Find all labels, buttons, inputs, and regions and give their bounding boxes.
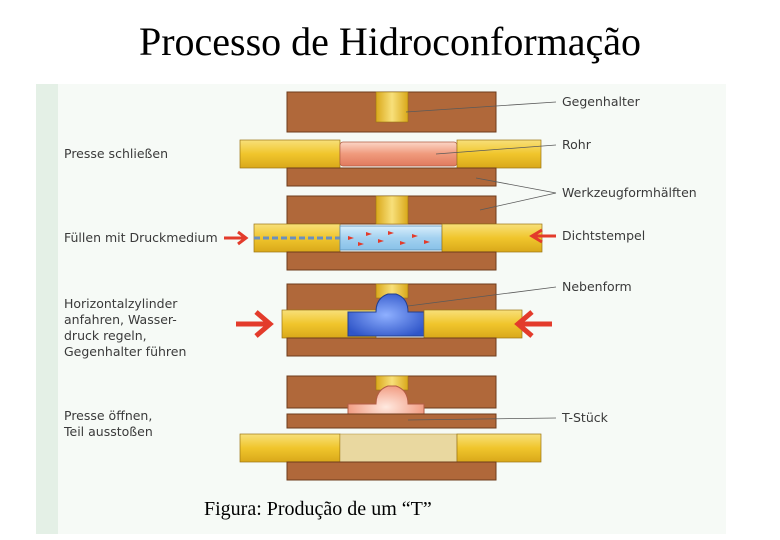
callout-tee-piece: T-Stück (562, 410, 608, 425)
counter-punch (375, 195, 409, 225)
sealing-punch-right (441, 223, 543, 253)
stage-3-forming (236, 283, 552, 357)
tee-being-formed (347, 293, 425, 337)
figure-caption: Figura: Produção de um “T” (204, 498, 432, 520)
step-label-filling: Füllen mit Druckmedium (64, 230, 218, 245)
panel-edge (36, 84, 58, 534)
sealing-punch-right (423, 309, 523, 339)
step-label-press-close: Presse schließen (64, 146, 168, 161)
callout-die-halves: Werkzeugformhälften (562, 185, 697, 200)
right-force-arrow-icon (514, 310, 552, 338)
lower-die-half (286, 251, 497, 271)
leader-lines (405, 101, 557, 421)
callout-secondary-form: Nebenform (562, 279, 632, 294)
counter-punch (375, 91, 409, 123)
lower-die-half (286, 337, 497, 357)
fill-arrow-icon (224, 230, 249, 246)
stage-2-filling (224, 195, 543, 271)
lower-die-base (286, 461, 497, 481)
tube-filled (339, 225, 443, 251)
sealing-punch-right (456, 139, 542, 169)
slide-title: Processo de Hidroconformação (138, 19, 642, 64)
sealing-punch-left (239, 139, 341, 169)
lower-die-half (286, 167, 497, 187)
step-label-forming: Horizontalzylinder anfahren, Wasser- dru… (64, 296, 187, 359)
callout-counter-punch: Gegenhalter (562, 94, 640, 109)
lower-die-half (286, 413, 497, 429)
callout-sealing-punch: Dichtstempel (562, 228, 646, 243)
step-label-eject: Presse öffnen, Teil ausstoßen (64, 408, 153, 439)
hydroforming-diagram (36, 84, 726, 534)
stage-4-open (239, 375, 542, 481)
diagram-panel: Presse schließen Füllen mit Druckmedium … (36, 84, 726, 534)
seal-arrow-icon (529, 228, 556, 244)
callout-tube: Rohr (562, 137, 591, 152)
sealing-punch-right (456, 433, 542, 463)
water-particles (348, 231, 430, 246)
sealing-punch-left (239, 433, 341, 463)
left-force-arrow-icon (236, 310, 274, 338)
stage-1-press-close (239, 91, 542, 187)
ejector (339, 433, 458, 463)
